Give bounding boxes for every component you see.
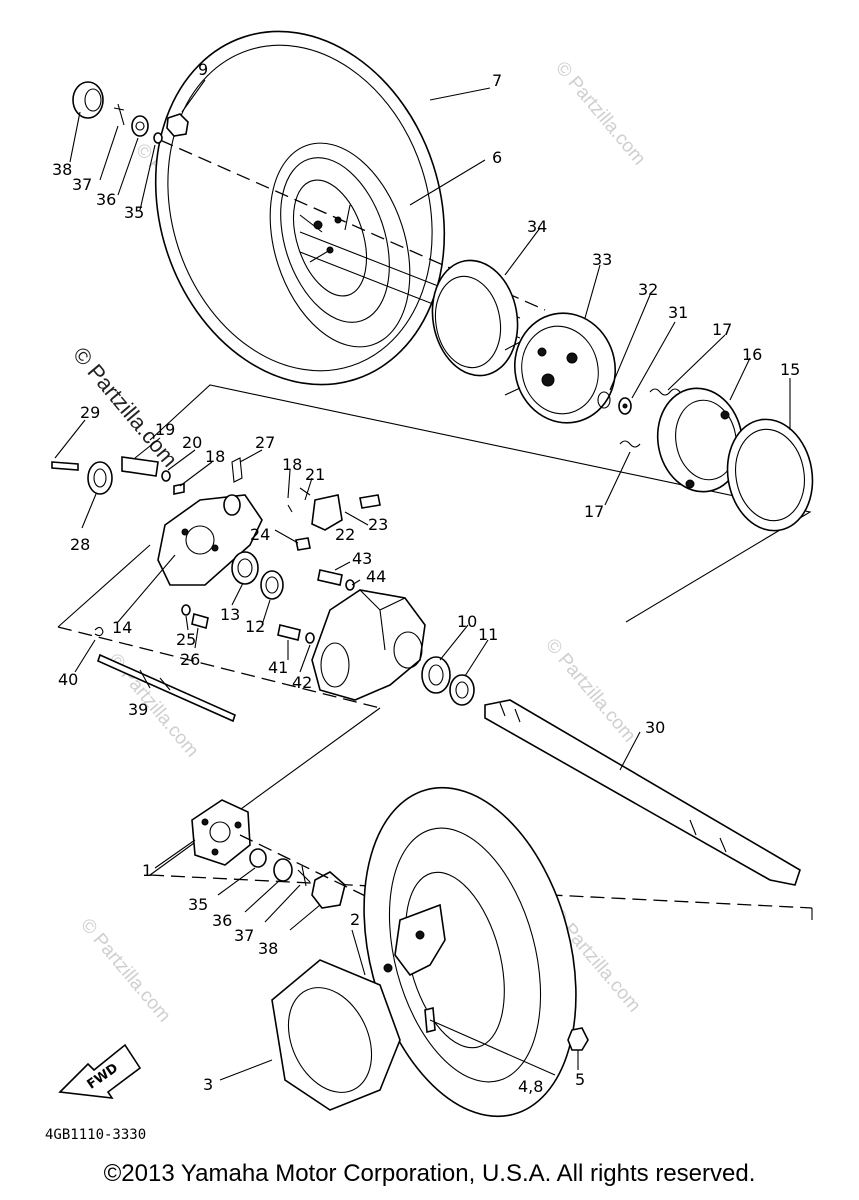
part-label: 30 xyxy=(645,718,665,737)
part-label: 20 xyxy=(182,433,202,452)
part-labels: 7 6 9 38 37 36 35 34 33 32 31 17 16 15 1… xyxy=(52,60,800,1096)
bolt xyxy=(191,612,209,630)
part-label: 44 xyxy=(366,567,386,586)
bearing xyxy=(421,656,451,694)
part-label: 38 xyxy=(52,160,72,179)
brake-drum-ring xyxy=(431,259,519,377)
part-label: 11 xyxy=(478,625,498,644)
nut xyxy=(273,858,293,882)
part-label: 4,8 xyxy=(518,1077,543,1096)
part-label: 21 xyxy=(305,465,325,484)
part-label: 28 xyxy=(70,535,90,554)
part-label: 19 xyxy=(155,420,175,439)
part-label: 41 xyxy=(268,658,288,677)
part-label: 36 xyxy=(212,911,232,930)
washer xyxy=(345,579,355,591)
oil-seal xyxy=(449,674,475,706)
part-label: 10 xyxy=(457,612,477,631)
part-label: 16 xyxy=(742,345,762,364)
fwd-arrow: FWD xyxy=(58,1043,142,1099)
brake-plate xyxy=(157,494,263,586)
part-label: 18 xyxy=(205,447,225,466)
part-label: 7 xyxy=(492,71,502,90)
part-label: 13 xyxy=(220,605,240,624)
part-label: 32 xyxy=(638,280,658,299)
o-ring xyxy=(597,391,611,409)
bottom-wheel xyxy=(271,786,577,1118)
washer xyxy=(249,848,267,868)
part-label: 1 xyxy=(142,861,152,880)
part-label: 40 xyxy=(58,670,78,689)
bottom-hub xyxy=(191,799,251,866)
part-label: 37 xyxy=(72,175,92,194)
part-label: 38 xyxy=(258,939,278,958)
axle-shaft xyxy=(484,699,801,886)
copyright-text: ©2013 Yamaha Motor Corporation, U.S.A. A… xyxy=(103,1160,756,1187)
part-label: 31 xyxy=(668,303,688,322)
brake-hub xyxy=(504,312,617,424)
spring xyxy=(619,440,641,448)
part-label: 17 xyxy=(712,320,732,339)
brake-cam-parts xyxy=(51,456,243,516)
top-wheel xyxy=(154,30,446,386)
top-left-hardware xyxy=(72,81,189,144)
nut xyxy=(567,1027,589,1051)
axle-centerline-top xyxy=(159,139,546,311)
part-label: 23 xyxy=(368,515,388,534)
cap xyxy=(311,871,346,909)
clip xyxy=(94,626,104,637)
part-label: 27 xyxy=(255,433,275,452)
part-label: 42 xyxy=(292,673,312,692)
leader-lines xyxy=(54,79,791,1081)
oil-seal xyxy=(260,570,284,600)
part-label: 18 xyxy=(282,455,302,474)
part-label: 2 xyxy=(350,910,360,929)
part-label: 24 xyxy=(250,525,270,544)
part-label: 26 xyxy=(180,650,200,669)
part-label: 33 xyxy=(592,250,612,269)
part-label: 37 xyxy=(234,926,254,945)
watermark: © Partzilla.com xyxy=(76,915,174,1027)
bolt xyxy=(317,569,343,586)
part-label: 39 xyxy=(128,700,148,719)
part-label: 35 xyxy=(188,895,208,914)
axle-housing xyxy=(311,589,426,701)
washer xyxy=(305,632,315,644)
part-label: 22 xyxy=(335,525,355,544)
assembly-outlines xyxy=(57,384,813,920)
part-label: 12 xyxy=(245,617,265,636)
bolt xyxy=(277,624,301,641)
part-label: 36 xyxy=(96,190,116,209)
washer xyxy=(181,604,191,616)
part-label: 14 xyxy=(112,618,132,637)
part-label: 6 xyxy=(492,148,502,167)
cotter-pin xyxy=(297,865,311,887)
part-label: 5 xyxy=(575,1070,585,1089)
part-label: 35 xyxy=(124,203,144,222)
brake-arm-parts xyxy=(287,487,381,551)
drawing-code: 4GB1110-3330 xyxy=(45,1127,146,1143)
spring xyxy=(649,388,681,396)
part-label: 9 xyxy=(198,60,208,79)
part-label: 34 xyxy=(527,217,547,236)
watermark: © Partzilla.com xyxy=(551,58,649,170)
part-label: 25 xyxy=(176,630,196,649)
part-label: 17 xyxy=(584,502,604,521)
bearing xyxy=(231,551,259,585)
rod xyxy=(97,653,236,723)
part-label: 29 xyxy=(80,403,100,422)
part-label: 15 xyxy=(780,360,800,379)
seal-ring xyxy=(726,418,814,532)
part-label: 3 xyxy=(203,1075,213,1094)
part-label: 43 xyxy=(352,549,372,568)
